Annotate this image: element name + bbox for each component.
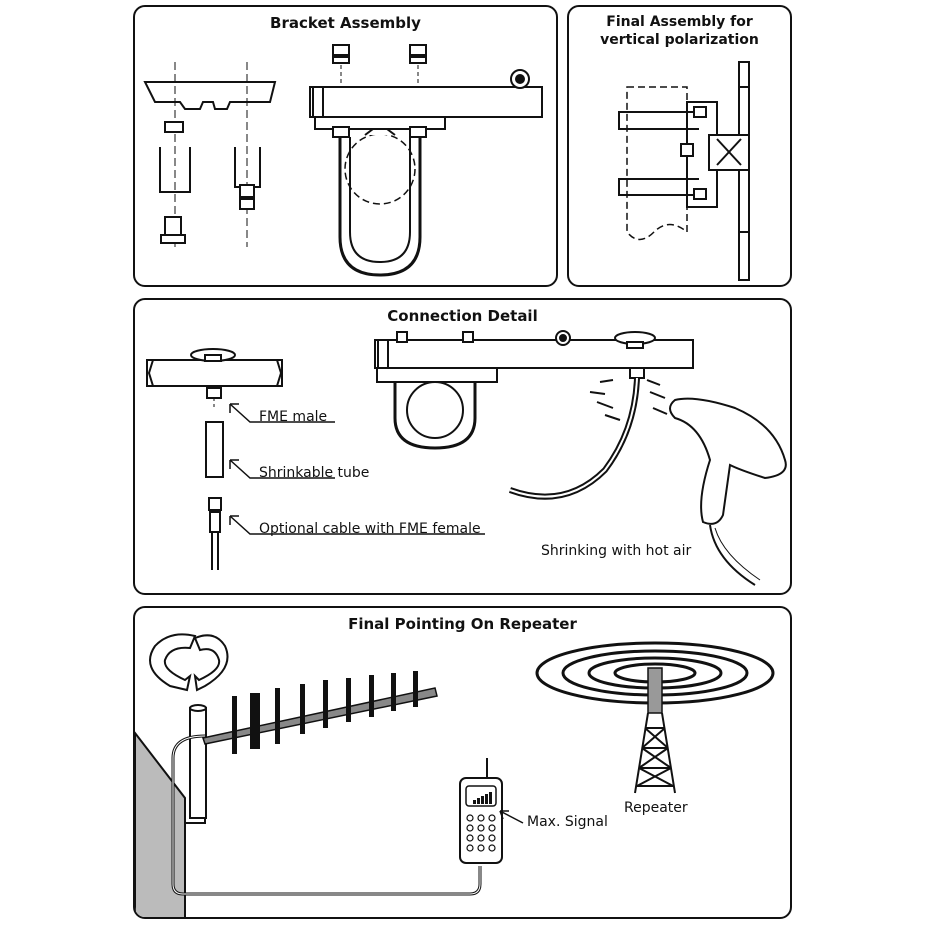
bracket-assembly-drawing (143, 44, 543, 277)
connection-detail-drawing (146, 330, 787, 586)
rotate-left-arrow-icon (149, 633, 197, 692)
mast (189, 707, 207, 819)
hot-air-label: Shrinking with hot air (541, 543, 692, 559)
rotate-right-arrow-icon (193, 634, 229, 692)
final-pointing-panel: Final Pointing On Repeater (133, 606, 792, 919)
final-assembly-drawing (618, 61, 750, 281)
antenna-cable (171, 734, 482, 896)
shrink-tube-label: Shrinkable tube (259, 465, 370, 481)
hot-air-gun (669, 397, 787, 525)
bracket-assembly-title: Bracket Assembly (270, 14, 421, 32)
repeater-tower (634, 712, 676, 794)
connection-detail-panel: Connection Detail (133, 298, 792, 595)
fme-male-arrow (229, 403, 335, 423)
repeater-label: Repeater (624, 800, 688, 816)
final-assembly-panel: Final Assembly for vertical polarization (567, 5, 792, 287)
max-signal-label: Max. Signal (527, 814, 608, 830)
shrink-tube-arrow (229, 459, 335, 479)
yagi-boom (202, 687, 438, 745)
signal-bars-icon (473, 792, 492, 804)
final-pointing-title: Final Pointing On Repeater (348, 615, 577, 633)
optional-cable-label: Optional cable with FME female (259, 521, 481, 537)
final-pointing-drawing (135, 633, 775, 917)
optional-cable-arrow (229, 515, 485, 535)
keypad (466, 814, 496, 852)
bracket-assembly-panel: Bracket Assembly (133, 5, 558, 287)
yagi-elements (232, 671, 418, 754)
connection-detail-title: Connection Detail (387, 307, 538, 325)
fme-male-label: FME male (259, 409, 328, 425)
final-assembly-title-line2: vertical polarization (600, 32, 759, 48)
bracket-plate (143, 81, 277, 110)
final-assembly-title-line1: Final Assembly for (606, 14, 753, 30)
